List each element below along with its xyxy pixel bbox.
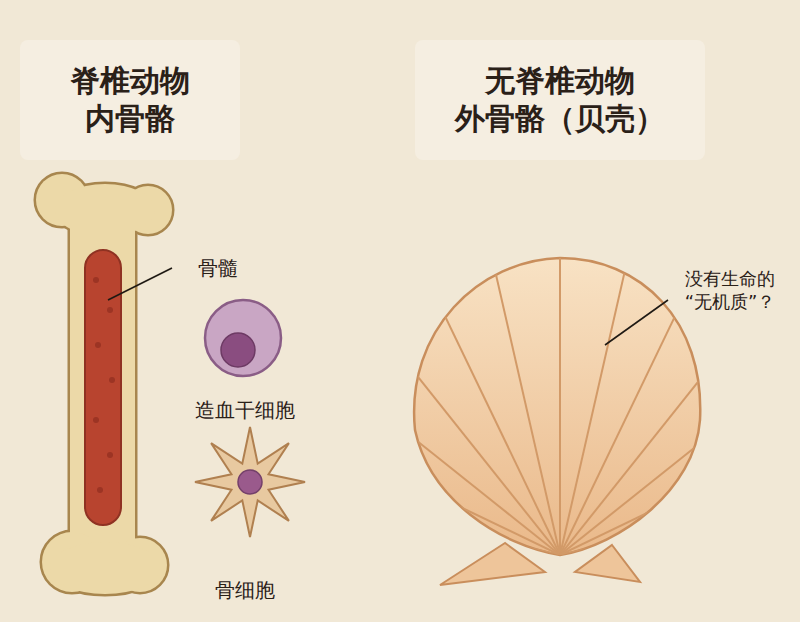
cell-nucleus xyxy=(221,333,255,367)
shell-rib xyxy=(560,343,800,555)
osteocyte xyxy=(195,427,305,537)
shell-ear xyxy=(575,545,640,582)
marrow-texture xyxy=(93,277,115,493)
shell-rib xyxy=(413,249,561,555)
section-heading: 脊椎动物 内骨骼 xyxy=(55,62,205,137)
part-label: 造血干细胞 xyxy=(180,398,310,423)
part-label: 骨髓 xyxy=(178,256,258,281)
shell xyxy=(414,258,700,555)
part-label: 没有生命的 “无机质”？ xyxy=(670,268,790,313)
shell-rib xyxy=(559,215,561,555)
bone xyxy=(36,174,172,594)
cell-nucleus xyxy=(238,470,262,494)
shell-ear xyxy=(440,543,545,585)
shell-rib xyxy=(294,343,560,555)
shell-rib xyxy=(560,554,800,556)
shell-rib xyxy=(560,408,800,556)
shell-rib xyxy=(254,408,560,556)
stem-cell xyxy=(205,300,281,376)
heading-panel xyxy=(415,40,705,160)
shell-rib xyxy=(484,224,560,556)
shell-rib xyxy=(348,289,560,555)
shell-rib xyxy=(229,479,561,555)
section-heading: 无脊椎动物 外骨骼（贝壳） xyxy=(435,62,685,137)
shell-ribs xyxy=(220,215,800,555)
shell-rib xyxy=(560,479,800,555)
heading-panel xyxy=(20,40,240,160)
leader-line xyxy=(108,268,172,300)
leader-line xyxy=(605,300,668,345)
shell-rib xyxy=(220,554,560,556)
shell-rib xyxy=(560,289,772,555)
bone-marrow xyxy=(85,250,121,525)
shell-rib xyxy=(560,224,636,556)
bone-outline xyxy=(36,174,172,594)
part-label: 骨细胞 xyxy=(195,578,295,603)
